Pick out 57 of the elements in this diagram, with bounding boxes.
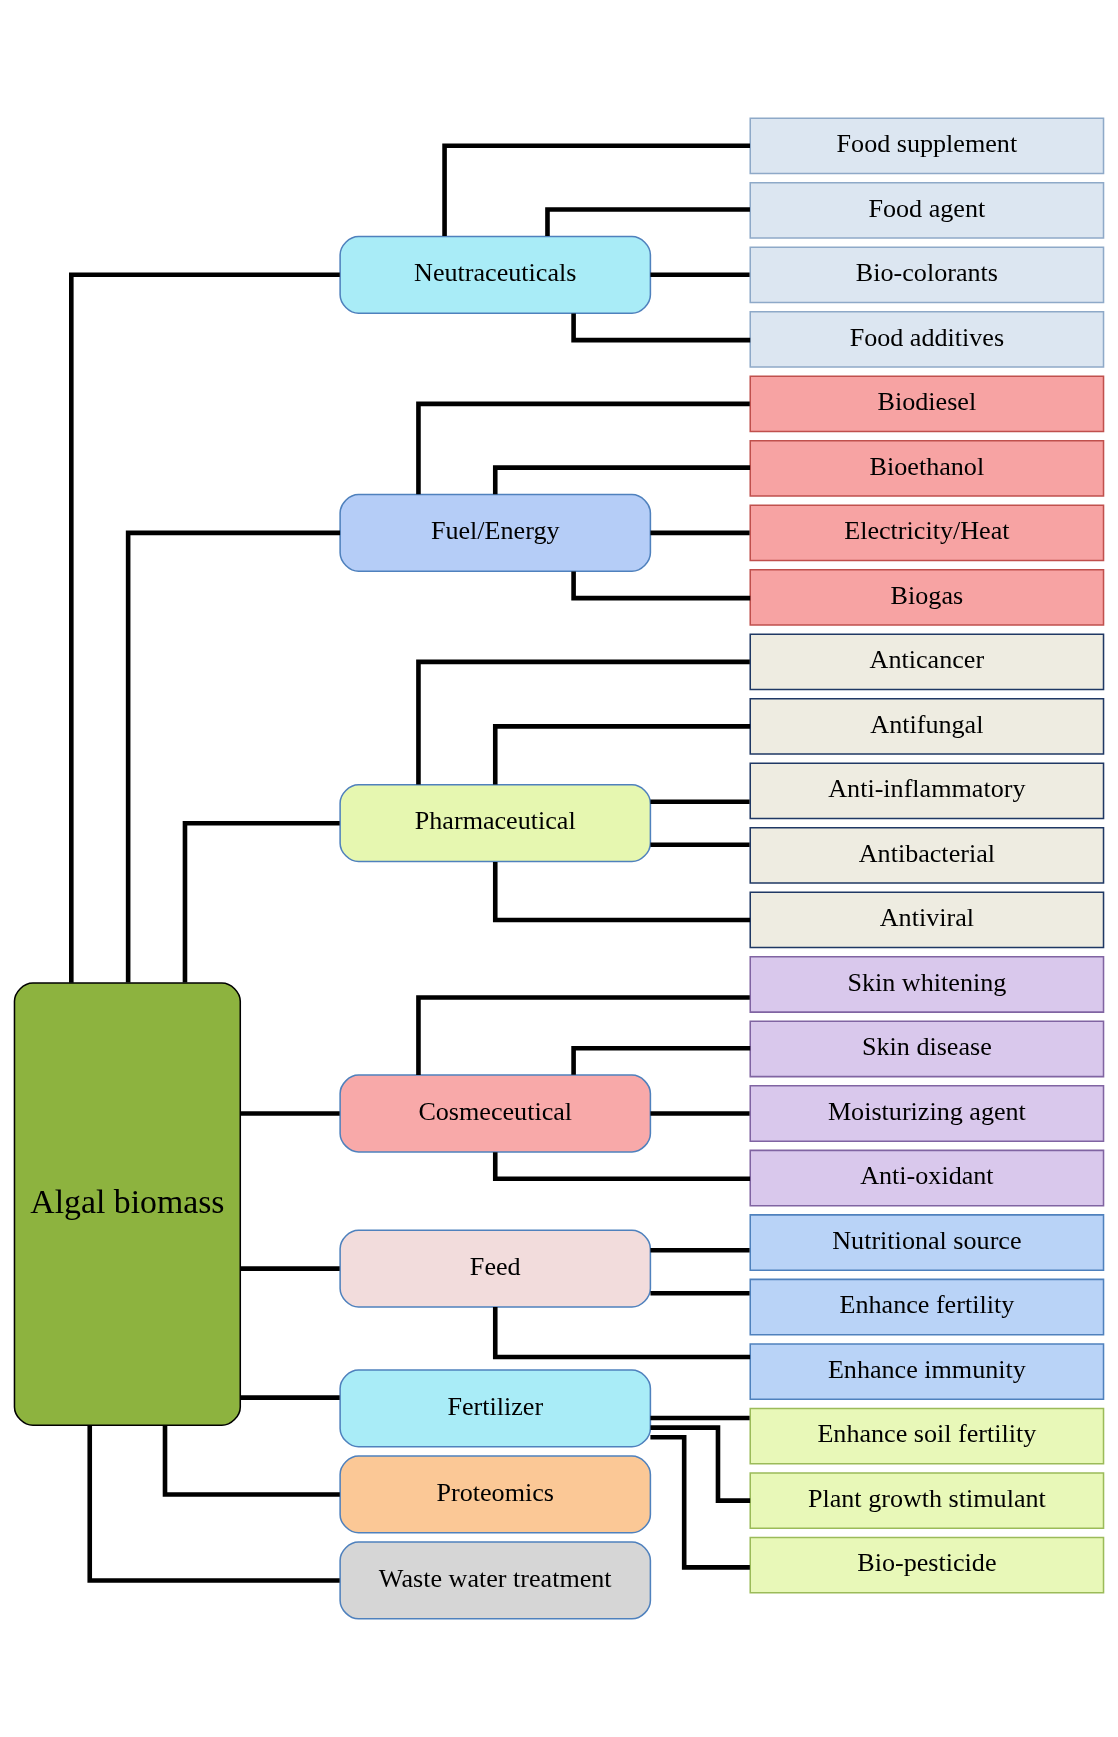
node-box: Food agent bbox=[749, 181, 1105, 239]
connector bbox=[442, 143, 750, 237]
connector bbox=[240, 1111, 340, 1116]
connector bbox=[416, 659, 750, 785]
connector bbox=[650, 530, 750, 536]
connector bbox=[240, 1266, 340, 1271]
node-box: Skin whitening bbox=[749, 956, 1105, 1013]
node-box: Pharmaceutical bbox=[339, 784, 652, 863]
node-box: Algal biomass bbox=[13, 982, 242, 1427]
node-box: Anticancer bbox=[749, 633, 1105, 691]
connector bbox=[650, 1415, 750, 1421]
connector bbox=[650, 1425, 751, 1503]
node-box: Biogas bbox=[749, 568, 1105, 626]
connector bbox=[240, 1395, 340, 1400]
connector bbox=[650, 1290, 750, 1296]
connector bbox=[650, 1247, 750, 1253]
node-box: Nutritional source bbox=[749, 1214, 1105, 1271]
node-box: Proteomics bbox=[339, 1455, 652, 1534]
connector bbox=[650, 1111, 750, 1116]
connector bbox=[492, 862, 751, 923]
node-box: Food supplement bbox=[749, 117, 1105, 175]
connector bbox=[650, 272, 750, 278]
connector bbox=[492, 1307, 751, 1360]
node-box: Enhance fertility bbox=[749, 1278, 1105, 1336]
connector bbox=[87, 1425, 340, 1583]
connector bbox=[650, 1434, 750, 1570]
node-box: Waste water treatment bbox=[339, 1541, 652, 1620]
connector bbox=[416, 995, 750, 1075]
connector bbox=[650, 799, 750, 804]
node-box: Electricity/Heat bbox=[749, 504, 1105, 562]
node-box: Skin disease bbox=[749, 1020, 1105, 1078]
connector bbox=[125, 530, 341, 983]
connector bbox=[650, 842, 750, 847]
connector bbox=[162, 1425, 340, 1497]
connector bbox=[416, 401, 750, 495]
connector bbox=[492, 724, 751, 785]
connector bbox=[69, 272, 340, 983]
node-box: Fertilizer bbox=[339, 1369, 652, 1448]
node-box: Food additives bbox=[749, 310, 1105, 368]
node-box: Enhance immunity bbox=[749, 1343, 1105, 1400]
node-box: Antibacterial bbox=[749, 827, 1105, 884]
node-box: Bio-colorants bbox=[749, 246, 1105, 304]
node-box: Antifungal bbox=[749, 698, 1105, 755]
node-box: Biodiesel bbox=[749, 375, 1105, 433]
node-box: Bioethanol bbox=[749, 439, 1105, 497]
node-box: Plant growth stimulant bbox=[749, 1472, 1105, 1529]
node-box: Antiviral bbox=[749, 891, 1105, 949]
connector bbox=[182, 820, 340, 983]
node-box: Anti-inflammatory bbox=[749, 762, 1105, 820]
node-box: Neutraceuticals bbox=[339, 235, 652, 314]
node-box: Bio-pesticide bbox=[749, 1536, 1105, 1594]
node-box: Fuel/Energy bbox=[339, 493, 652, 573]
node-box: Feed bbox=[339, 1229, 652, 1308]
node-box: Cosmeceutical bbox=[339, 1074, 652, 1153]
node-box: Moisturizing agent bbox=[749, 1085, 1105, 1142]
node-box: Anti-oxidant bbox=[749, 1149, 1105, 1207]
node-box: Enhance soil fertility bbox=[749, 1407, 1105, 1465]
